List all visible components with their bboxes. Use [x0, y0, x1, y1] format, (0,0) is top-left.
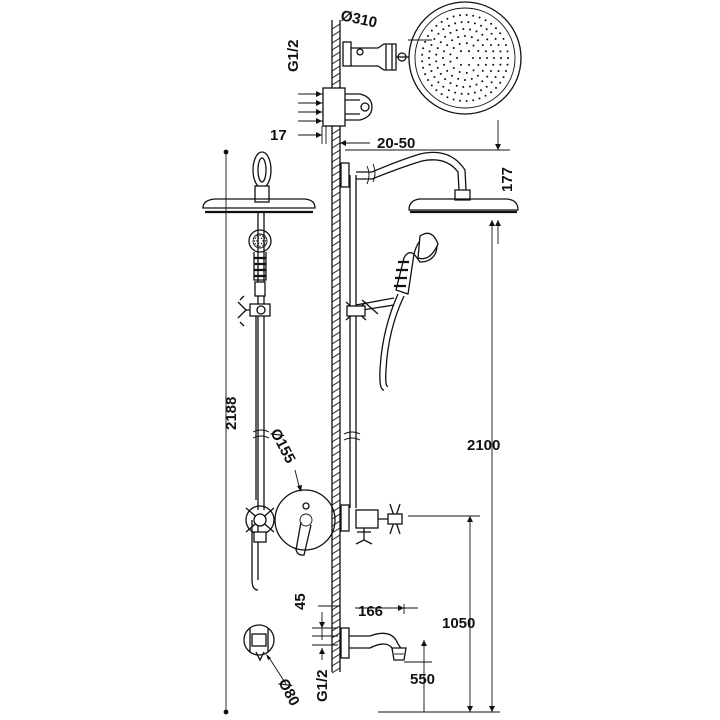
- label-overall-height: 2188: [223, 397, 240, 430]
- dimension-20-50: [340, 140, 370, 146]
- label-head-diameter: Ø310: [339, 7, 378, 31]
- spout-front: [243, 624, 275, 662]
- dimension-45: [312, 605, 340, 660]
- wall-arm-connector: [342, 41, 409, 71]
- label-spout-offset: 45: [292, 593, 309, 610]
- label-spout-height: 550: [410, 671, 435, 688]
- dimension-550: [378, 640, 500, 713]
- upper-wall-inlet-connector: [298, 87, 373, 127]
- label-arm-height: 177: [499, 167, 516, 192]
- label-thread-top: G1/2: [285, 39, 302, 72]
- mixer-plate-front: [274, 489, 336, 556]
- leader-lines: [266, 39, 432, 685]
- label-head-height: 2100: [467, 437, 500, 454]
- ceiling-shower-head-top-view: [408, 1, 522, 115]
- shower-column-side: [340, 151, 519, 545]
- label-wall-range: 20-50: [377, 135, 415, 152]
- label-offset-17: 17: [270, 127, 287, 144]
- dimension-2100: [489, 220, 495, 712]
- label-thread-bottom: G1/2: [314, 669, 331, 702]
- dimension-17: [298, 126, 327, 144]
- dimension-177: [345, 120, 510, 244]
- dimension-166: [355, 604, 418, 614]
- label-mixer-height: 1050: [442, 615, 475, 632]
- dimension-1050: [408, 515, 480, 712]
- bath-spout-side: [340, 627, 407, 661]
- label-spout-plate-diameter: Ø80: [274, 676, 302, 709]
- label-plate-diameter: Ø155: [266, 426, 298, 466]
- shower-column-front: [202, 151, 316, 591]
- label-spout-projection: 166: [358, 603, 383, 620]
- dimension-2188: [223, 149, 229, 715]
